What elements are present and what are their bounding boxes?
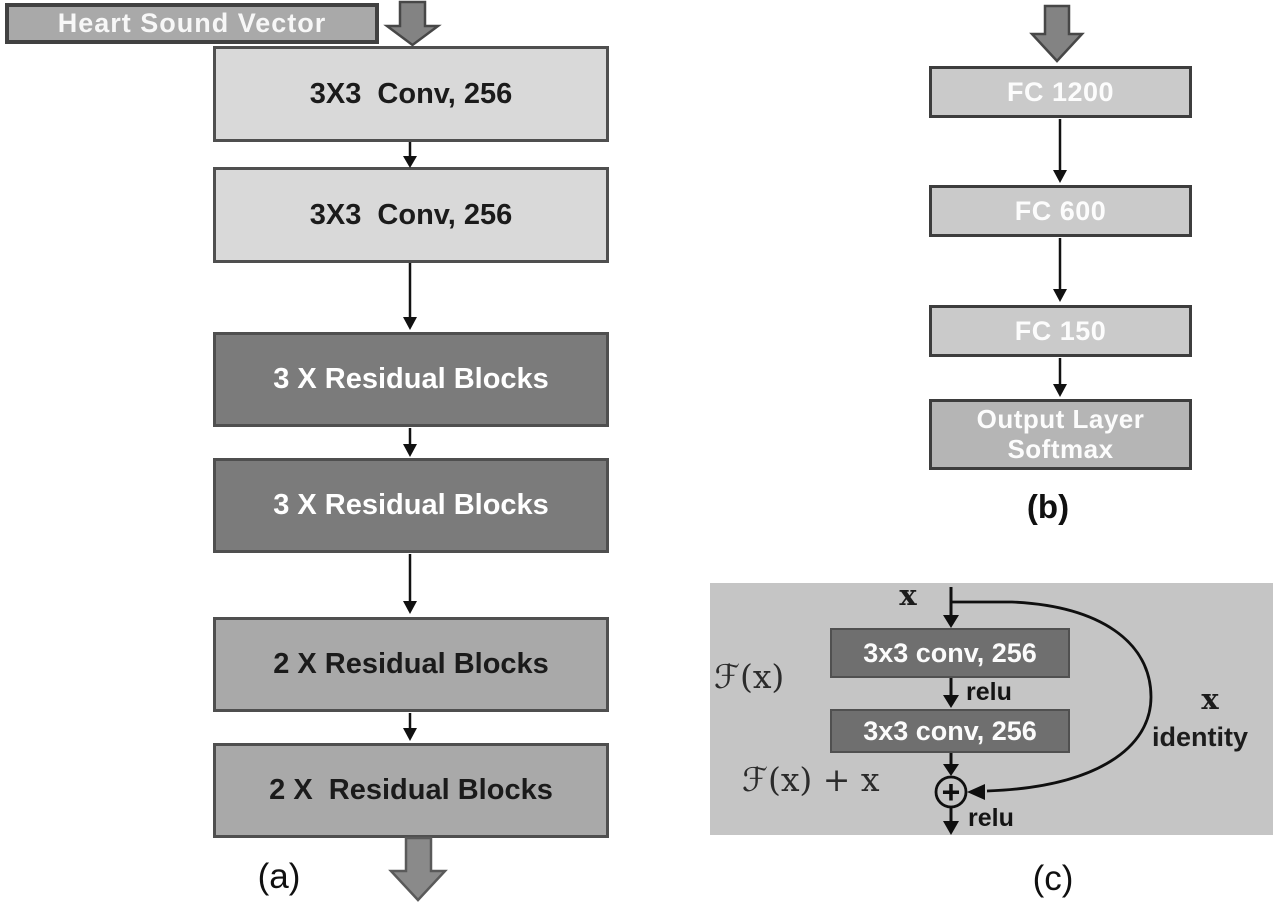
residual-blocks-box-3-label: 2 X Residual Blocks [273, 648, 549, 680]
arrow-fc150-to-output-icon [1053, 358, 1067, 397]
panel-c-conv-box-1-label: 3x3 conv, 256 [863, 637, 1037, 668]
conv-box-1: 3X3 Conv, 256 [213, 46, 609, 142]
arrow-res3-to-res4-icon [403, 713, 417, 741]
output-box-line2: Softmax [1007, 433, 1114, 464]
arrow-res1-to-res2-icon [403, 428, 417, 457]
input-box-label: Heart Sound Vector [57, 8, 327, 38]
panel-c-fx-label: ℱ(x) [714, 657, 785, 696]
residual-blocks-box-2-label: 3 X Residual Blocks [273, 489, 549, 521]
panel-c-conv-box-1: 3x3 conv, 256 [830, 628, 1070, 678]
arrow-fc600-to-fc150-icon [1053, 238, 1067, 302]
fc-box-1200: FC 1200 [929, 66, 1192, 118]
residual-blocks-box-4: 2 X Residual Blocks [213, 743, 609, 838]
residual-blocks-box-2: 3 X Residual Blocks [213, 458, 609, 553]
panel-b-caption: (b) [1026, 488, 1070, 525]
residual-blocks-box-3: 2 X Residual Blocks [213, 617, 609, 712]
fc-box-150: FC 150 [929, 305, 1192, 357]
panel-c-identity-x-label: x [1201, 682, 1219, 716]
fc-box-600-label: FC 600 [1014, 195, 1107, 226]
panel-c-conv-box-2: 3x3 conv, 256 [830, 709, 1070, 753]
fc-box-600: FC 600 [929, 185, 1192, 237]
conv-box-1-label: 3X3 Conv, 256 [309, 77, 513, 110]
panel-c-conv-box-2-label: 3x3 conv, 256 [863, 715, 1037, 746]
output-box-line1: Output Layer [976, 403, 1145, 434]
input-box-heart-sound-vector: Heart Sound Vector [5, 3, 379, 44]
panel-c-identity-label: identity [1152, 722, 1249, 752]
panel-c-fx-plus-x-label: ℱ(x) + x [742, 760, 880, 799]
arrow-res2-to-res3-icon [403, 554, 417, 614]
residual-blocks-box-4-label: 2 X Residual Blocks [269, 774, 553, 806]
panel-a-caption: (a) [257, 857, 301, 896]
arrow-conv1-to-conv2-icon [403, 142, 417, 168]
block-arrow-panel-b-top-icon [1029, 4, 1085, 63]
block-arrow-panel-a-top-icon [383, 0, 442, 47]
fc-box-150-label: FC 150 [1014, 315, 1107, 346]
panel-c-relu-label-2: relu [968, 804, 1014, 832]
panel-c-caption: (c) [1032, 859, 1074, 898]
panel-c-input-x-label: x [899, 578, 917, 612]
panel-c-relu-label-1: relu [966, 678, 1012, 706]
output-softmax-box: Output Layer Softmax [929, 399, 1192, 470]
arrow-conv2-to-res1-icon [403, 263, 417, 330]
residual-blocks-box-1: 3 X Residual Blocks [213, 332, 609, 427]
conv-box-2-label: 3X3 Conv, 256 [309, 198, 513, 231]
conv-box-2: 3X3 Conv, 256 [213, 167, 609, 263]
block-arrow-panel-a-bottom-icon [388, 836, 448, 902]
fc-box-1200-label: FC 1200 [1006, 76, 1115, 107]
arrow-fc1200-to-fc600-icon [1053, 119, 1067, 183]
residual-blocks-box-1-label: 3 X Residual Blocks [273, 363, 549, 395]
